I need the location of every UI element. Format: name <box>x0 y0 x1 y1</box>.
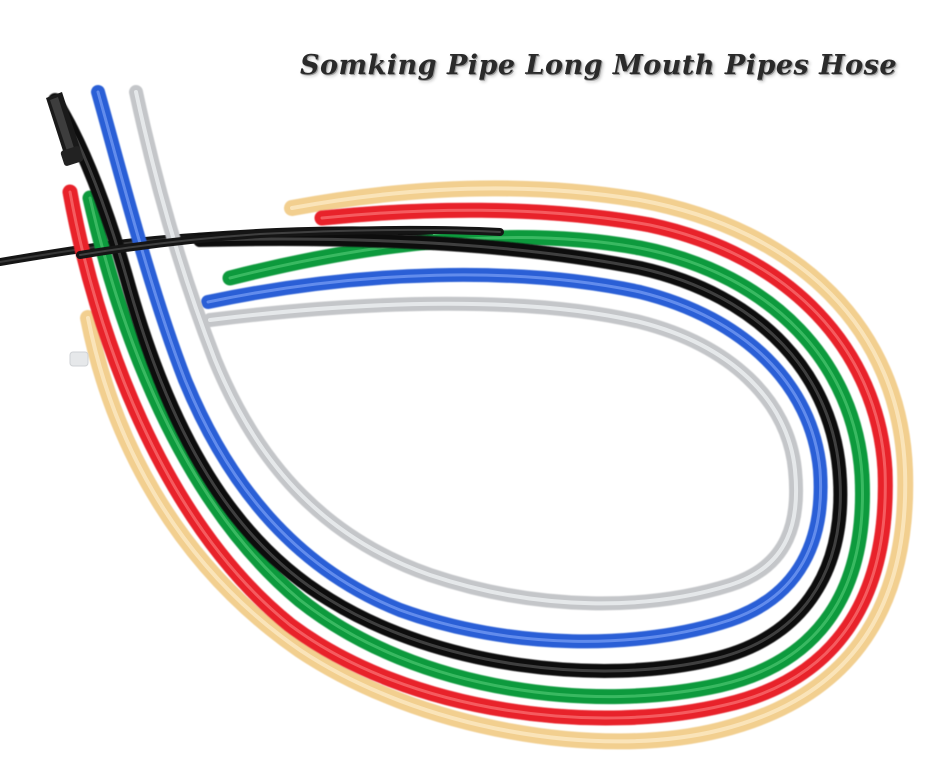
mouthpiece-tip-icon <box>46 92 84 166</box>
hose-white-stub <box>69 351 89 367</box>
hose-green <box>82 190 870 705</box>
product-headline: Somking Pipe Long Mouth Pipes Hose <box>300 50 898 81</box>
